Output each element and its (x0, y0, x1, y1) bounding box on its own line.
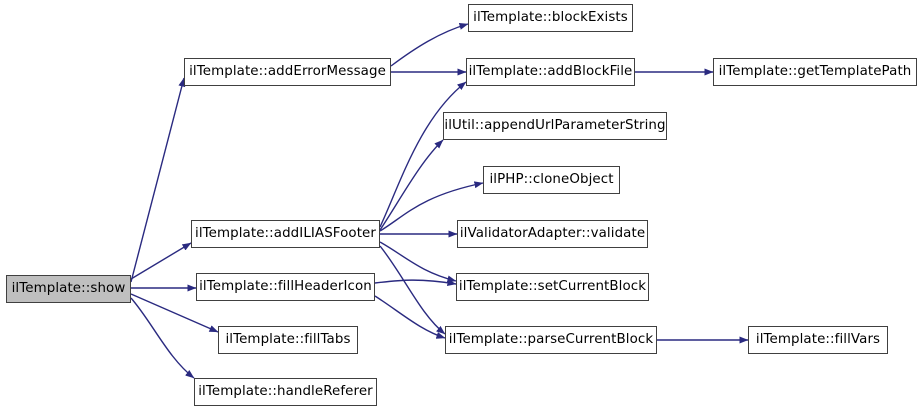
graph-node-label: ilValidatorAdapter::validate (459, 226, 646, 242)
graph-node-fillVars[interactable]: ilTemplate::fillVars (748, 326, 888, 354)
graph-node-addErrorMessage[interactable]: ilTemplate::addErrorMessage (184, 58, 391, 86)
graph-node-blockExists[interactable]: ilTemplate::blockExists (468, 4, 633, 32)
graph-node-label: ilTemplate::getTemplatePath (718, 64, 912, 80)
graph-edge (130, 297, 195, 379)
graph-node-label: ilTemplate::blockExists (473, 10, 628, 26)
graph-node-show[interactable]: ilTemplate::show (6, 275, 131, 303)
graph-edge (379, 241, 457, 283)
graph-node-label: ilTemplate::handleReferer (198, 384, 373, 400)
graph-node-label: ilTemplate::addILIASFooter (195, 226, 376, 242)
graph-node-getTemplatePath[interactable]: ilTemplate::getTemplatePath (713, 58, 917, 86)
graph-edge (374, 279, 457, 287)
graph-node-label: ilPHP::cloneObject (489, 172, 614, 188)
graph-node-cloneObject[interactable]: ilPHP::cloneObject (483, 166, 620, 194)
graph-node-addILIASFooter[interactable]: ilTemplate::addILIASFooter (191, 220, 380, 248)
graph-node-parseCurrBlock[interactable]: ilTemplate::parseCurrentBlock (445, 326, 657, 354)
graph-edge (379, 245, 446, 335)
graph-edge (130, 77, 186, 283)
graph-node-validate[interactable]: ilValidatorAdapter::validate (457, 220, 648, 248)
graph-node-appendUrlParam[interactable]: ilUtil::appendUrlParameterString (443, 112, 667, 140)
graph-node-handleReferer[interactable]: ilTemplate::handleReferer (194, 378, 377, 406)
graph-edge (379, 81, 467, 228)
graph-node-label: ilTemplate::addBlockFile (468, 64, 633, 80)
graph-node-fillTabs[interactable]: ilTemplate::fillTabs (218, 326, 358, 354)
graph-edge (130, 242, 192, 280)
graph-node-label: ilTemplate::fillTabs (225, 332, 351, 348)
graph-node-label: ilTemplate::setCurrentBlock (458, 279, 647, 295)
graph-node-label: ilTemplate::fillVars (755, 332, 881, 348)
graph-node-label: ilTemplate::show (11, 281, 126, 297)
graph-node-label: ilTemplate::addErrorMessage (189, 64, 386, 80)
graph-node-fillHeaderIcon[interactable]: ilTemplate::fillHeaderIcon (196, 273, 375, 301)
graph-edge (374, 295, 446, 339)
graph-node-label: ilUtil::appendUrlParameterString (444, 118, 666, 134)
graph-edge (379, 139, 444, 231)
graph-edge (390, 22, 469, 67)
graph-node-label: ilTemplate::fillHeaderIcon (199, 279, 372, 295)
graph-node-addBlockFile[interactable]: ilTemplate::addBlockFile (466, 58, 635, 86)
graph-node-setCurrentBlock[interactable]: ilTemplate::setCurrentBlock (456, 273, 649, 301)
graph-node-label: ilTemplate::parseCurrentBlock (448, 332, 654, 348)
